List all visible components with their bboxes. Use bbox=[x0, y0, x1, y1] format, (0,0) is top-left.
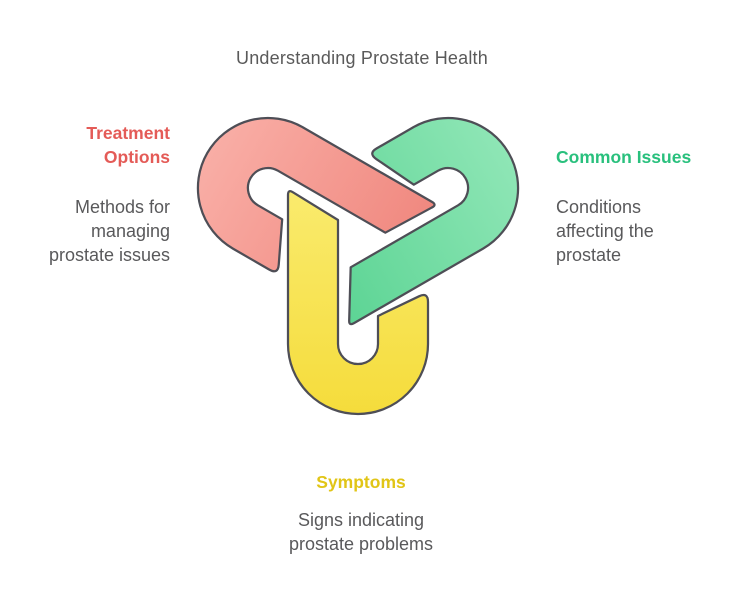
knot-arm-symptoms bbox=[286, 190, 430, 416]
common-issues-heading: Common Issues bbox=[556, 147, 692, 167]
knot-arm-treatment-options bbox=[196, 116, 436, 273]
label-treatment-options: Treatment Options Methods for managing p… bbox=[49, 121, 170, 267]
diagram-title: Understanding Prostate Health bbox=[236, 48, 488, 68]
label-symptoms: Symptoms Signs indicating prostate probl… bbox=[0, 470, 722, 556]
treatment-options-description: Methods for managing prostate issues bbox=[48, 197, 170, 265]
knot-arm-common-issues bbox=[348, 116, 520, 326]
label-common-issues: Common Issues Conditions affecting the p… bbox=[556, 145, 691, 267]
treatment-options-heading: Treatment Options bbox=[86, 123, 170, 167]
symptoms-description: Signs indicating prostate problems bbox=[288, 510, 434, 554]
symptoms-heading: Symptoms bbox=[316, 472, 406, 492]
common-issues-description: Conditions affecting the prostate bbox=[556, 197, 654, 265]
